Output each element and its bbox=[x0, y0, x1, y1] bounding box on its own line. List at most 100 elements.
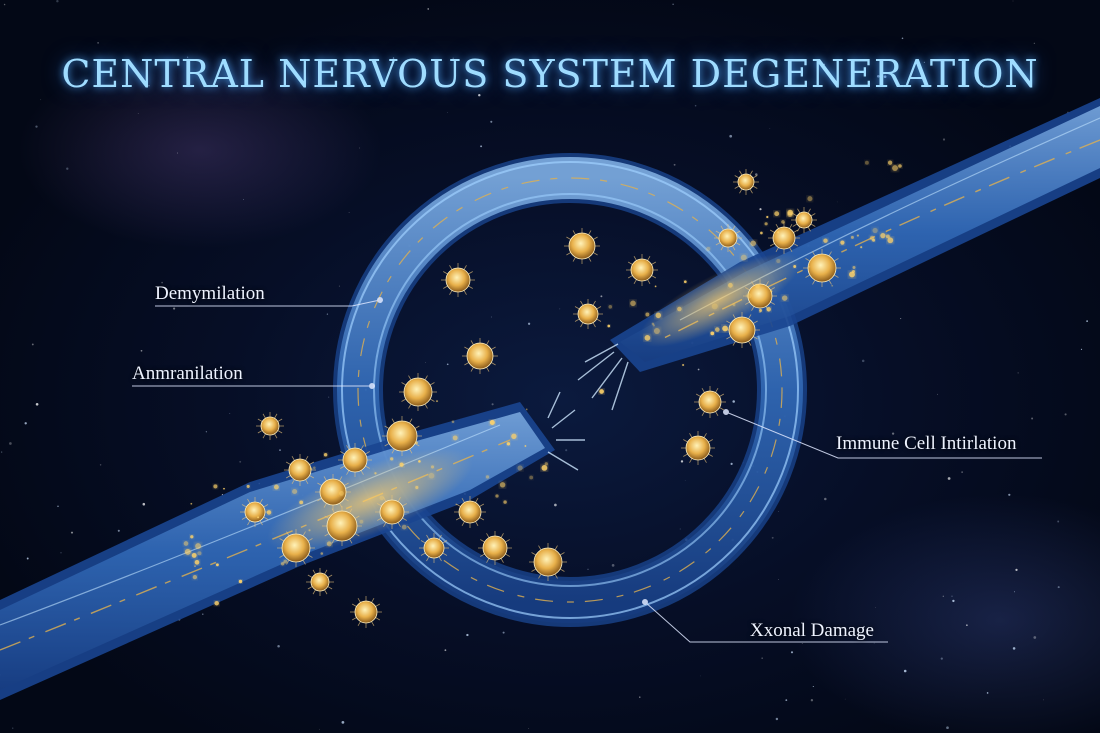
star bbox=[527, 322, 531, 325]
immune-cell bbox=[803, 249, 841, 287]
immune-cell bbox=[454, 496, 486, 528]
star bbox=[966, 624, 968, 626]
star bbox=[810, 699, 814, 702]
glow-particle bbox=[452, 435, 458, 441]
glow-particle bbox=[541, 465, 548, 471]
star bbox=[277, 644, 280, 648]
glow-particle bbox=[309, 467, 313, 470]
glow-particle bbox=[238, 579, 243, 584]
glow-particle bbox=[308, 529, 311, 532]
glow-particle bbox=[654, 285, 657, 288]
glow-particle bbox=[455, 503, 457, 506]
star bbox=[587, 568, 589, 570]
label-immune-cell-infiltration: Immune Cell Intirlation bbox=[836, 433, 1017, 454]
star bbox=[9, 442, 12, 445]
immune-cell bbox=[277, 529, 315, 567]
glow-particle bbox=[682, 363, 685, 367]
star bbox=[554, 503, 557, 507]
leader-lines bbox=[132, 297, 1042, 643]
label-demyelination: Demymilation bbox=[155, 283, 265, 304]
glow-particle bbox=[823, 238, 828, 243]
glow-particle bbox=[485, 475, 490, 479]
star bbox=[1008, 493, 1011, 496]
axon-upper-right bbox=[577, 98, 1100, 411]
star bbox=[205, 431, 207, 433]
star bbox=[874, 607, 876, 608]
glow-particle bbox=[390, 457, 394, 461]
star bbox=[279, 449, 281, 452]
glow-particle bbox=[428, 472, 435, 479]
star bbox=[35, 402, 39, 406]
star bbox=[1033, 42, 1035, 44]
star bbox=[801, 643, 803, 644]
glow-particle bbox=[831, 284, 834, 287]
star bbox=[173, 307, 176, 310]
star bbox=[951, 595, 953, 597]
glow-particle bbox=[732, 303, 736, 307]
star bbox=[447, 112, 448, 113]
glow-particle bbox=[840, 240, 845, 245]
glow-particle bbox=[799, 219, 802, 222]
glow-particle bbox=[339, 491, 344, 496]
star bbox=[836, 201, 838, 203]
star bbox=[903, 669, 907, 673]
star bbox=[700, 675, 701, 677]
label-axonal-damage: Xxonal Damage bbox=[750, 620, 874, 641]
glow-particle bbox=[323, 452, 328, 457]
star bbox=[326, 313, 329, 315]
star bbox=[611, 564, 615, 567]
star bbox=[823, 63, 825, 66]
glow-particle bbox=[860, 246, 863, 249]
star bbox=[771, 536, 774, 539]
star bbox=[1057, 520, 1060, 523]
star bbox=[466, 633, 469, 637]
glow-particle bbox=[851, 269, 856, 274]
glow-particle bbox=[766, 215, 769, 219]
glow-particle bbox=[722, 325, 729, 332]
star bbox=[961, 471, 963, 473]
star bbox=[31, 343, 34, 346]
immune-cell bbox=[681, 431, 715, 465]
star bbox=[40, 99, 42, 101]
glow-particle bbox=[898, 164, 902, 168]
star bbox=[986, 692, 989, 694]
glow-particle bbox=[764, 222, 768, 226]
star bbox=[946, 726, 949, 730]
glow-particle bbox=[299, 500, 304, 505]
star bbox=[491, 403, 494, 406]
glow-particle bbox=[852, 265, 856, 270]
glow-particle bbox=[683, 280, 687, 284]
star bbox=[427, 8, 429, 10]
leader-demyelination bbox=[155, 299, 381, 307]
star bbox=[901, 37, 904, 40]
star bbox=[812, 685, 814, 688]
star bbox=[769, 127, 771, 129]
glow-particle bbox=[374, 472, 377, 475]
star bbox=[239, 460, 242, 463]
star bbox=[730, 462, 733, 465]
glow-particle bbox=[495, 494, 499, 498]
star bbox=[1017, 372, 1019, 374]
glow-particle bbox=[777, 231, 780, 234]
star bbox=[937, 393, 938, 395]
star bbox=[824, 497, 827, 501]
star bbox=[1043, 699, 1044, 701]
star bbox=[60, 552, 62, 554]
glow-particle bbox=[326, 541, 332, 547]
star bbox=[1012, 0, 1014, 2]
glow-particle bbox=[766, 307, 771, 312]
star bbox=[142, 502, 146, 506]
glow-particles bbox=[183, 160, 902, 606]
star bbox=[444, 649, 447, 652]
glow-particle bbox=[246, 484, 250, 488]
star bbox=[161, 281, 163, 284]
star bbox=[66, 167, 69, 170]
star bbox=[778, 511, 780, 513]
star bbox=[891, 432, 895, 435]
star bbox=[1033, 636, 1037, 639]
star bbox=[761, 657, 763, 659]
glow-particle bbox=[489, 420, 495, 425]
page-title: CENTRAL NERVOUS SYSTEM DEGENERATION bbox=[61, 52, 1039, 96]
glow-particle bbox=[746, 293, 752, 299]
